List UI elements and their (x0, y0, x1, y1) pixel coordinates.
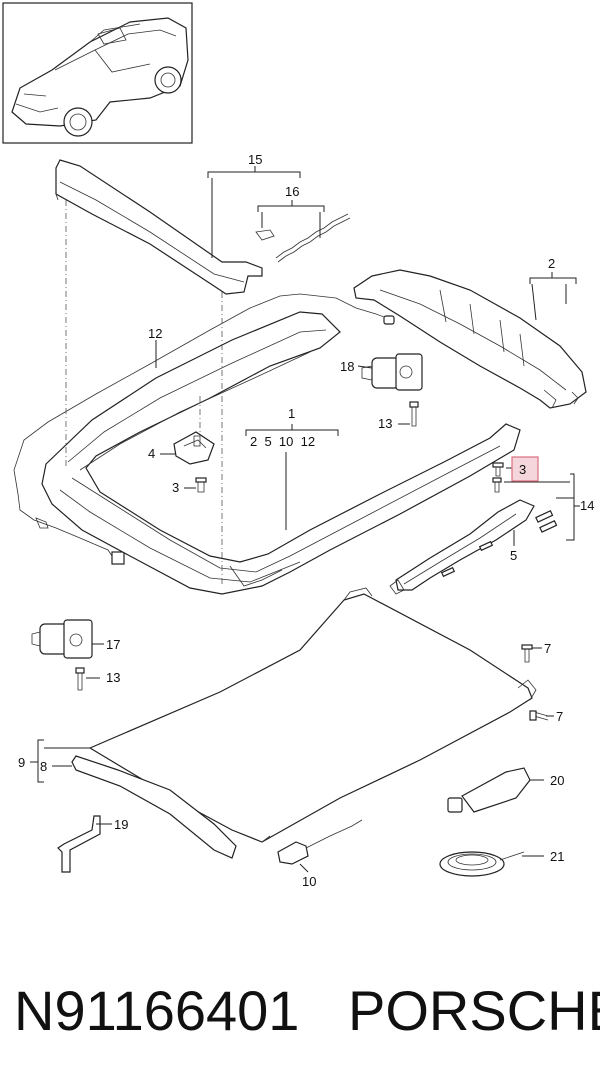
part-20-adhesive-tube (447, 767, 531, 813)
callout-13-lower: 13 (106, 670, 120, 685)
part-3-screw-pair (492, 462, 504, 493)
part-7-screw-lower (529, 710, 549, 721)
callout-3-lower: 3 (172, 480, 179, 495)
part-16-spring (255, 213, 351, 263)
part-1-main-frame (41, 311, 521, 595)
part-12-drain-hose (13, 293, 395, 565)
callout-1: 1 (288, 406, 295, 421)
part-10-slide-shoe (277, 819, 363, 865)
callout-14: 14 (580, 498, 594, 513)
part-18-motor (361, 353, 423, 391)
callout-labels: 15 16 2 12 18 13 1 2 5 10 12 4 3 3 14 5 … (18, 152, 594, 889)
part-4-bracket (173, 431, 215, 465)
part-15-wind-deflector (55, 159, 263, 295)
callout-8: 8 (40, 759, 47, 774)
part-13-screw-lower (75, 667, 85, 691)
callout-15: 15 (248, 152, 262, 167)
alignment-lines (65, 200, 223, 584)
part-13-screw-upper (409, 401, 419, 427)
vehicle-thumbnail (2, 2, 193, 144)
callout-20: 20 (550, 773, 564, 788)
sunroof-exploded-diagram: 15 16 2 12 18 13 1 2 5 10 12 4 3 3 14 5 … (2, 2, 594, 889)
callout-2: 2 (548, 256, 555, 271)
callout-3-highlighted: 3 (519, 462, 526, 477)
callout-10: 10 (302, 874, 316, 889)
callout-13-upper: 13 (378, 416, 392, 431)
callout-4: 4 (148, 446, 155, 461)
part-19-tool (57, 815, 101, 873)
callout-7-lower: 7 (556, 709, 563, 724)
footer: N91166401 PORSCHE (0, 965, 600, 1075)
part-14-slide-mechanism (389, 499, 558, 595)
part-3-screw-lower (195, 477, 207, 493)
part-2-rear-crossmember (353, 269, 587, 409)
callout-1-subparts: 2 5 10 12 (250, 434, 315, 449)
part-17-motor (31, 619, 93, 659)
part-7-screw-upper (521, 644, 533, 663)
part-9-roller-blind (88, 587, 537, 843)
brand-name: PORSCHE (348, 979, 600, 1042)
callout-7-upper: 7 (544, 641, 551, 656)
part-number: N91166401 (14, 979, 300, 1042)
callout-12: 12 (148, 326, 162, 341)
callout-5: 5 (510, 548, 517, 563)
callout-9: 9 (18, 755, 25, 770)
part-8-strip (71, 755, 237, 859)
callout-19: 19 (114, 817, 128, 832)
callout-18: 18 (340, 359, 354, 374)
callout-17: 17 (106, 637, 120, 652)
leader-lines (30, 166, 580, 873)
callout-21: 21 (550, 849, 564, 864)
callout-16: 16 (285, 184, 299, 199)
part-21-tape-roll (439, 851, 525, 877)
highlight-box (511, 456, 539, 482)
